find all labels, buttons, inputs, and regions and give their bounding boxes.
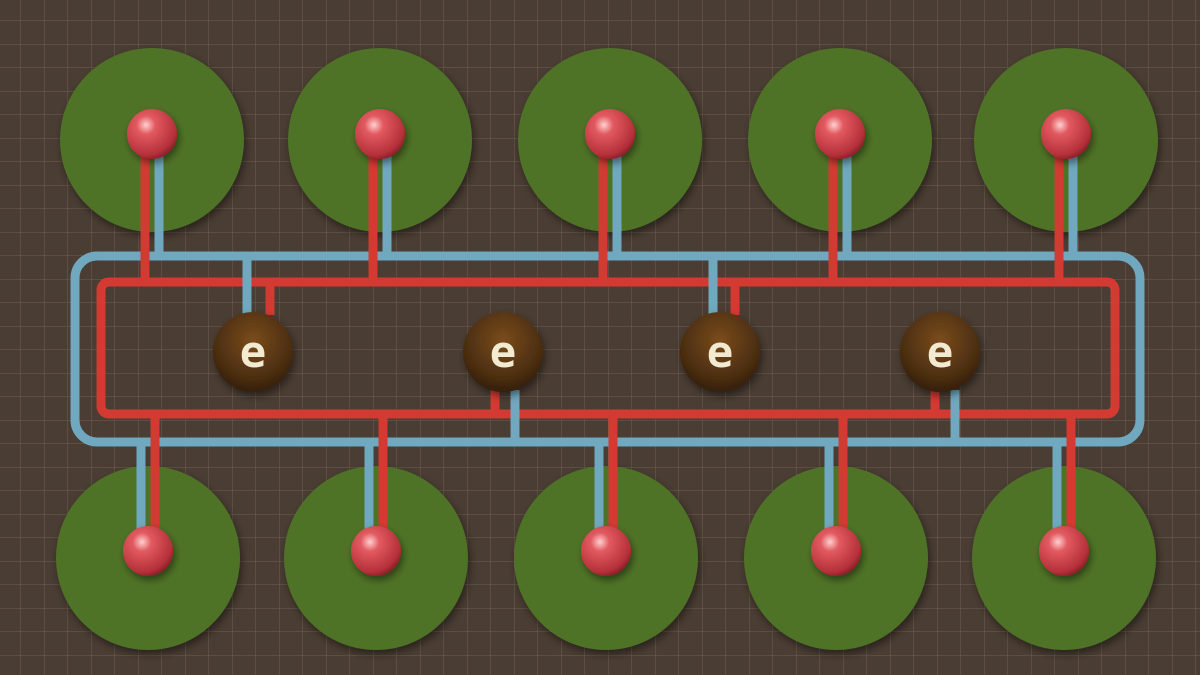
top-node-ball-5[interactable] [1041, 109, 1091, 159]
top-node-ball-4[interactable] [815, 109, 865, 159]
nodes-layer [123, 109, 1091, 576]
electron-ball-icon [680, 312, 760, 392]
bottom-node-ball-1[interactable] [123, 526, 173, 576]
electron-ball-icon [213, 312, 293, 392]
bottom-node-ball-4[interactable] [811, 526, 861, 576]
electron-ball-icon [463, 312, 543, 392]
top-node-ball-2[interactable] [355, 109, 405, 159]
bottom-node-ball-5[interactable] [1039, 526, 1089, 576]
electron-ball-icon [900, 312, 980, 392]
electron-1[interactable]: e [213, 312, 293, 392]
top-node-ball-1[interactable] [127, 109, 177, 159]
electron-3[interactable]: e [680, 312, 760, 392]
electron-4[interactable]: e [900, 312, 980, 392]
electron-label: e [927, 327, 954, 378]
top-node-ball-3[interactable] [585, 109, 635, 159]
electron-label: e [490, 327, 517, 378]
electron-label: e [240, 327, 267, 378]
electron-2[interactable]: e [463, 312, 543, 392]
bottom-node-ball-3[interactable] [581, 526, 631, 576]
bottom-node-ball-2[interactable] [351, 526, 401, 576]
red-wire-loop [96, 277, 1120, 419]
electron-label: e [707, 327, 734, 378]
connectors-layer [136, 154, 1078, 531]
